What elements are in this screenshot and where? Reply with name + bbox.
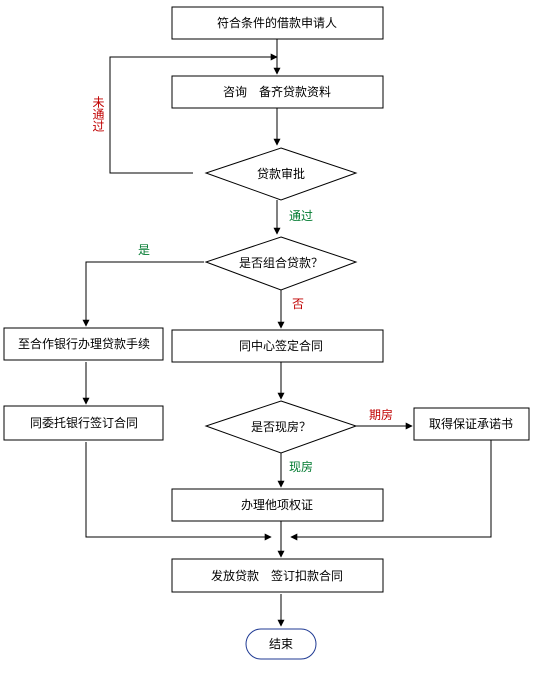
node-existing-decision: 是否现房？ <box>204 400 358 454</box>
node-consult-label: 咨询 备齐贷款资料 <box>223 84 331 99</box>
edges <box>82 39 492 627</box>
node-consult: 咨询 备齐贷款资料 <box>171 75 384 109</box>
edge-guarantee-to-merge <box>290 440 492 541</box>
edge-trust-to-merge <box>85 442 272 541</box>
node-review-decision: 贷款审批 <box>204 147 358 201</box>
node-coop-bank: 至合作银行办理贷款手续 <box>3 327 164 361</box>
node-applicant: 符合条件的借款申请人 <box>171 6 384 40</box>
label-passed: 通过 <box>289 209 313 223</box>
node-end: 结束 <box>245 628 317 660</box>
label-yes: 是 <box>138 243 150 257</box>
label-future-house: 期房 <box>369 407 393 422</box>
node-guarantee-label: 取得保证承诺书 <box>429 416 513 431</box>
label-no: 否 <box>292 297 304 311</box>
node-guarantee: 取得保证承诺书 <box>413 407 530 441</box>
node-combo-label: 是否组合贷款？ <box>239 255 323 270</box>
node-trust-contract-label: 同委托银行签订合同 <box>30 415 138 430</box>
node-disburse: 发放贷款 签订扣款合同 <box>171 558 384 593</box>
node-center-contract-label: 同中心签定合同 <box>239 338 323 353</box>
node-trust-contract: 同委托银行签订合同 <box>3 405 164 441</box>
node-coop-bank-label: 至合作银行办理贷款手续 <box>18 336 150 351</box>
node-existing-label: 是否现房？ <box>251 419 311 434</box>
node-combo-decision: 是否组合贷款？ <box>204 236 358 291</box>
node-other-rights: 办理他项权证 <box>171 488 384 522</box>
edge-review-not-passed-loop <box>109 53 278 174</box>
label-not-passed: 未通过 <box>91 96 105 132</box>
node-other-rights-label: 办理他项权证 <box>241 497 313 512</box>
node-end-label: 结束 <box>269 637 293 651</box>
node-applicant-label: 符合条件的借款申请人 <box>217 15 337 30</box>
label-existing-house: 现房 <box>289 459 313 474</box>
edge-combo-yes-to-coop <box>82 261 204 327</box>
node-disburse-label: 发放贷款 签订扣款合同 <box>211 568 343 583</box>
node-review-label: 贷款审批 <box>257 166 305 181</box>
node-center-contract: 同中心签定合同 <box>171 329 384 363</box>
